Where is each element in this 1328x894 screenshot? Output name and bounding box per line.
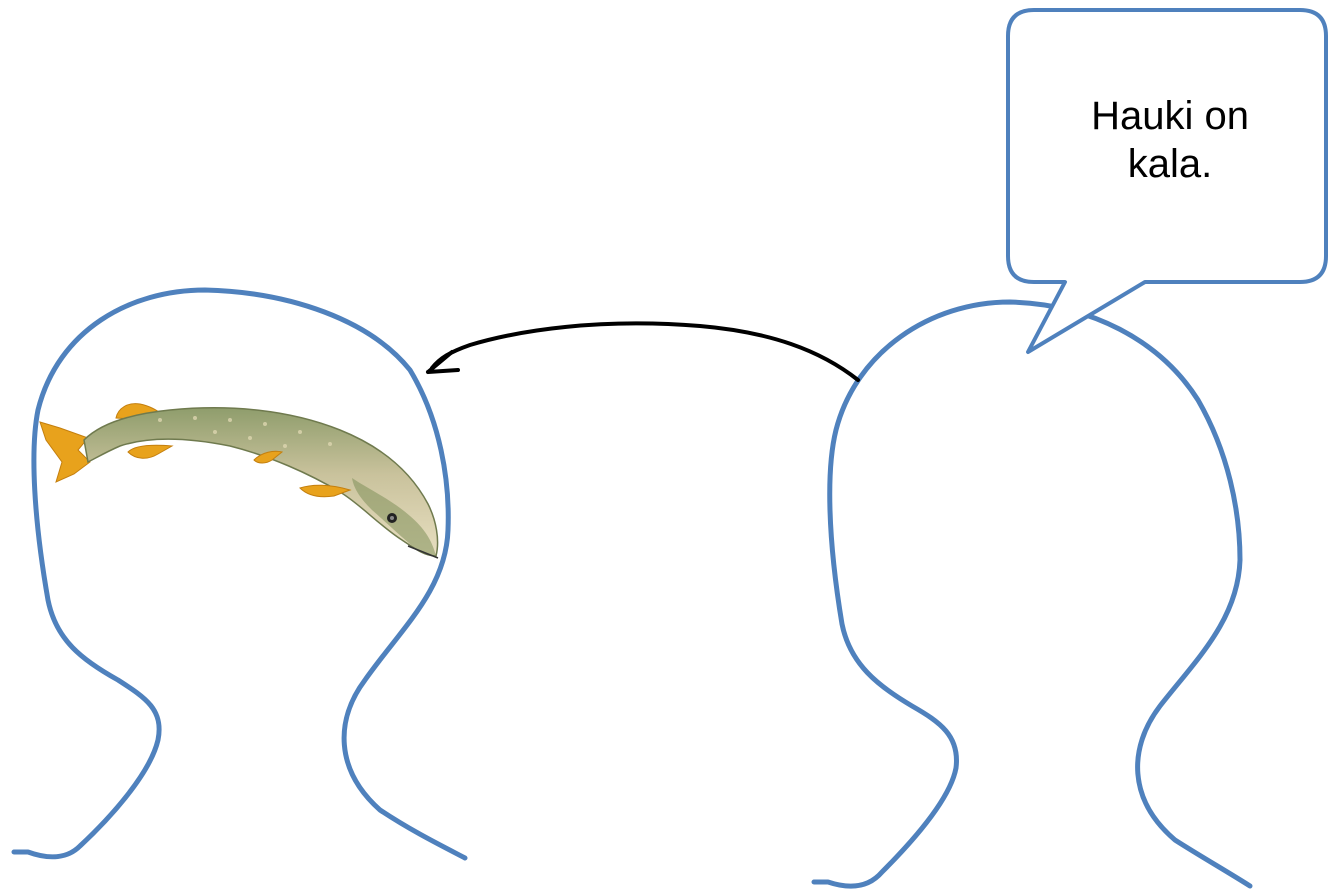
speech-line-2: kala. [1127, 142, 1213, 186]
speech-bubble-text: Hauki on kala. [1035, 92, 1305, 188]
curved-arrow-icon [426, 321, 860, 382]
pike-fish-icon [39, 403, 439, 559]
speech-bubble-outline [1006, 8, 1328, 354]
listener-head-outline [11, 287, 468, 861]
speaker-head-outline [811, 299, 1253, 889]
speech-line-1: Hauki on [1091, 94, 1249, 138]
